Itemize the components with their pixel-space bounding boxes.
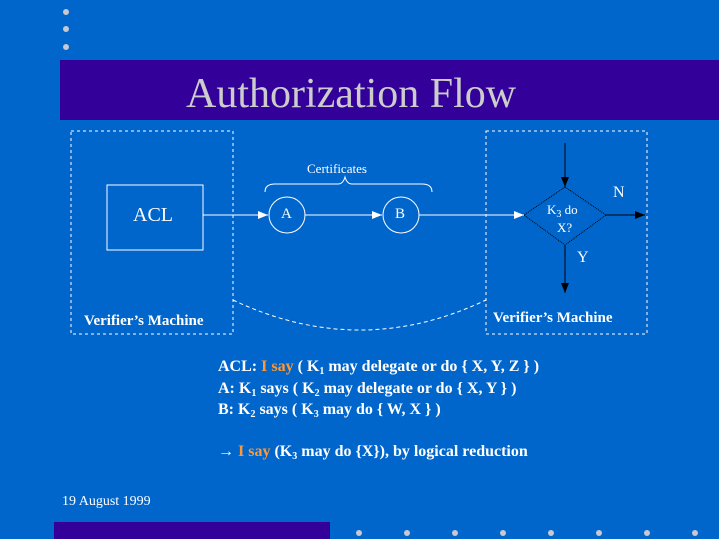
footer-dot [692,530,698,536]
bullet-dot [63,44,69,50]
statement-b: B: K2 says ( K3 may do { W, X } ) [218,401,441,420]
slide-date: 19 August 1999 [62,494,151,509]
certificates-label: Certificates [307,161,367,176]
slide-title: Authorization Flow [186,71,517,117]
acl-box [106,184,204,251]
left-machine-box [70,130,234,335]
machine-link-curve [232,299,487,331]
decision-label-2: X? [557,220,573,235]
footer-dot [452,530,458,536]
footer-dot [548,530,554,536]
statement-a: A: K1 says ( K2 may delegate or do { X, … [218,380,517,399]
acl-label: ACL [133,204,173,226]
title-bar [60,60,719,120]
footer-dot [356,530,362,536]
footer-dot [404,530,410,536]
footer-dot [500,530,506,536]
left-machine-label: Verifier’s Machine [84,313,204,329]
node-a-label: A [281,206,292,222]
decision-label: K3 do [547,202,578,220]
footer-dot [644,530,650,536]
right-machine-box [485,130,648,335]
bullet-dot [63,9,69,15]
bullet-dot [63,26,69,32]
statement-acl: ACL: I say ( K1 may delegate or do { X, … [218,358,540,377]
yes-label: Y [577,249,589,266]
footer-bar [54,522,330,539]
right-machine-label: Verifier’s Machine [493,310,613,326]
certificates-brace [264,175,433,193]
node-b-label: B [395,206,406,222]
conclusion: → I say (K3 may do {X}), by logical redu… [218,443,528,462]
no-label: N [613,184,625,201]
footer-dot [596,530,602,536]
